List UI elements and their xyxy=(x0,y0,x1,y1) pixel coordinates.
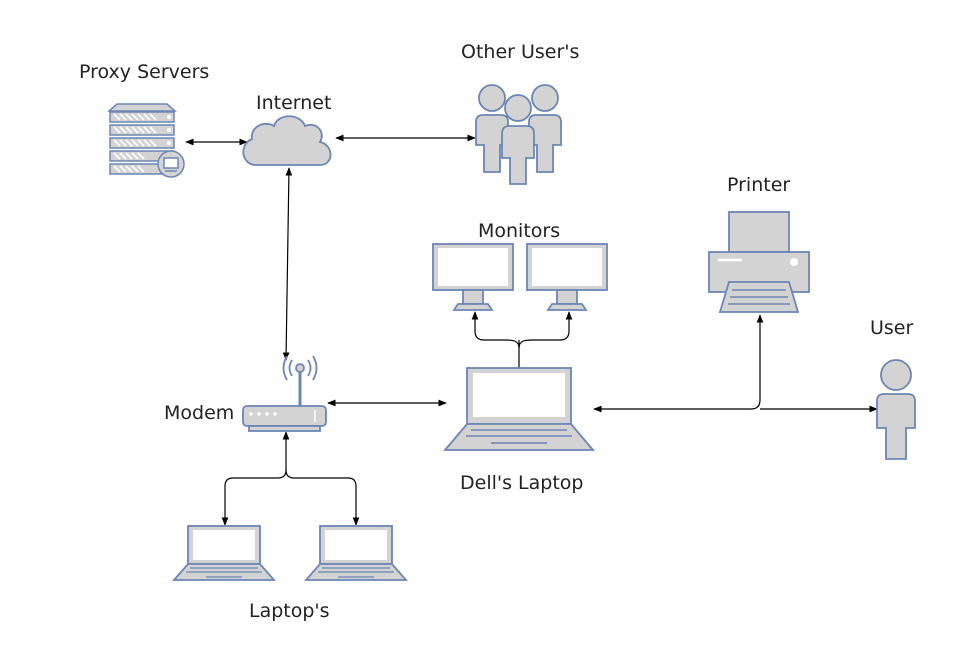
label-internet: Internet xyxy=(256,92,332,114)
label-modem: Modem xyxy=(164,402,235,424)
label-monitors: Monitors xyxy=(478,220,561,242)
cloud-icon xyxy=(242,115,332,166)
label-dells-laptop: Dell's Laptop xyxy=(460,472,584,494)
label-proxy-servers: Proxy Servers xyxy=(79,61,210,83)
connector-modem-laptop-right xyxy=(285,469,360,526)
monitor-icon-right xyxy=(526,243,608,311)
printer-icon xyxy=(708,211,810,313)
server-icon xyxy=(107,103,185,178)
connector-modem-laptops xyxy=(221,431,290,526)
connector-laptop-monitor-right xyxy=(518,311,573,349)
label-printer: Printer xyxy=(727,174,791,196)
connector-laptop-printer xyxy=(593,314,764,413)
user-group-icon xyxy=(475,84,562,185)
connector-internet-modem xyxy=(282,167,293,361)
person-icon xyxy=(876,359,916,460)
modem-icon xyxy=(242,355,327,432)
connectors xyxy=(185,134,878,526)
connector-laptop-monitors xyxy=(475,312,520,368)
label-other-users: Other User's xyxy=(461,41,580,63)
laptop-icon-right xyxy=(304,525,408,581)
label-laptops: Laptop's xyxy=(249,600,330,622)
label-user: User xyxy=(870,317,914,339)
laptop-icon xyxy=(443,367,595,451)
laptop-icon-left xyxy=(172,525,276,581)
monitor-icon xyxy=(432,243,514,311)
